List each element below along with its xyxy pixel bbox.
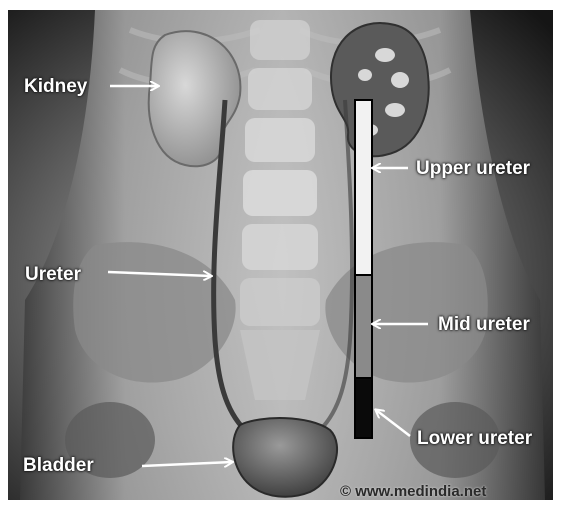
label-kidney: Kidney <box>24 76 87 98</box>
label-bladder: Bladder <box>23 455 94 477</box>
segment-upper <box>355 100 372 275</box>
segment-mid <box>355 275 372 378</box>
spine <box>240 20 320 400</box>
bladder <box>233 418 337 497</box>
label-upper-ureter: Upper ureter <box>416 158 530 180</box>
label-mid-ureter: Mid ureter <box>438 314 530 336</box>
watermark-credit: © www.medindia.net <box>340 483 486 501</box>
label-lower-ureter: Lower ureter <box>417 428 532 450</box>
segment-lower <box>355 378 372 438</box>
label-ureter: Ureter <box>25 264 81 286</box>
ureter-segment-bar <box>355 100 372 438</box>
